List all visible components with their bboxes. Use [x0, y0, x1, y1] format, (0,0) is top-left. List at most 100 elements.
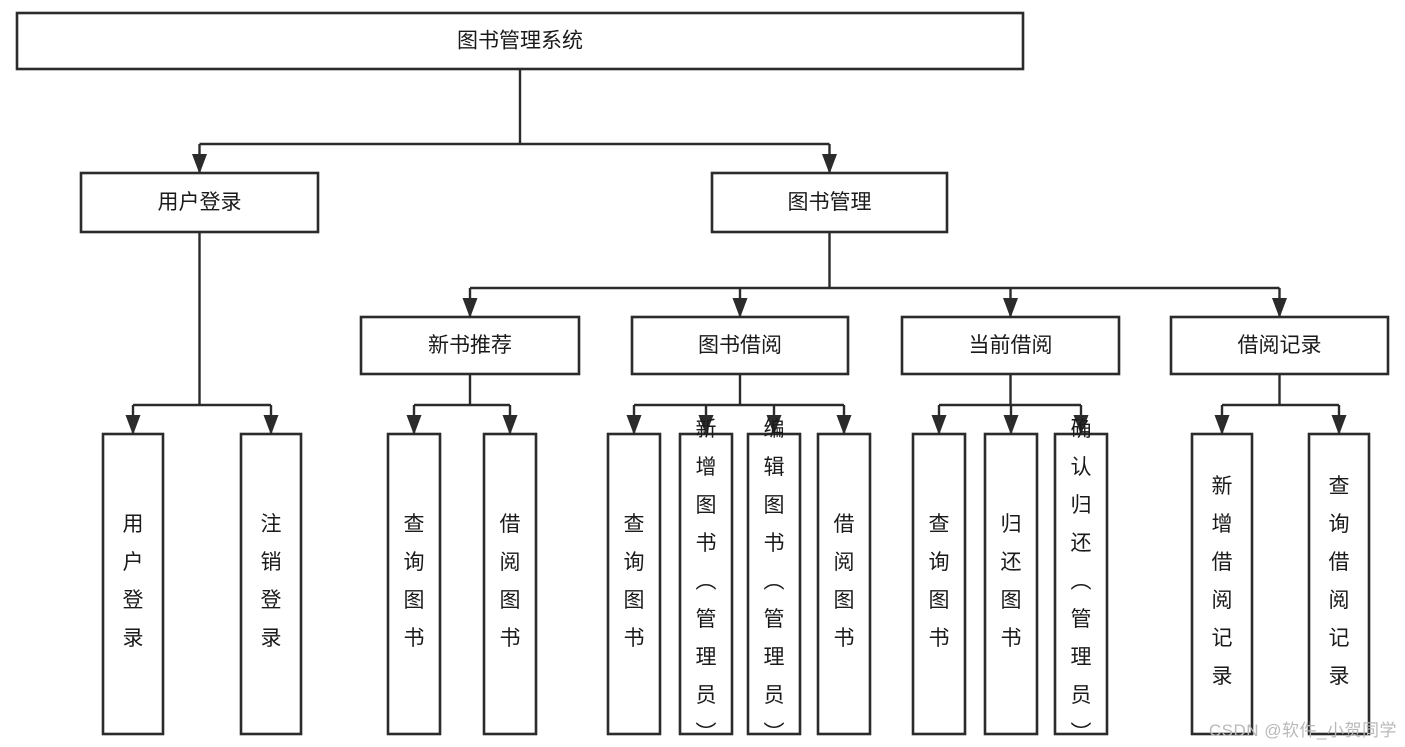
node-label-leaf-query-book-3-char-3: 书: [929, 627, 950, 650]
node-new-book-rec[interactable]: 新书推荐: [359, 315, 581, 376]
edge-group-current-borrow: [931, 374, 1089, 435]
node-label-leaf-query-record-char-5: 录: [1329, 665, 1350, 688]
edge-group-borrow-record: [1214, 374, 1347, 435]
arrow-head: [462, 298, 478, 318]
node-label-leaf-borrow-book-1-char-2: 图: [500, 589, 521, 612]
arrow-head: [931, 415, 947, 435]
node-label-leaf-user-login-char-0: 用: [123, 513, 144, 536]
node-label-leaf-query-record-char-3: 阅: [1329, 589, 1350, 612]
node-label-leaf-user-login-char-2: 登: [123, 589, 144, 612]
node-label-leaf-query-record-char-0: 查: [1329, 475, 1350, 498]
arrow-head: [1214, 415, 1230, 435]
node-label-book-borrow: 图书借阅: [698, 334, 782, 357]
node-label-leaf-logout-char-3: 录: [261, 627, 282, 650]
node-label-leaf-add-book-char-4: ︵: [696, 570, 717, 593]
node-label-leaf-add-book-char-5: 管: [696, 608, 717, 631]
node-label-leaf-borrow-book-2-char-3: 书: [834, 627, 855, 650]
node-label-leaf-add-record-char-0: 新: [1212, 475, 1233, 498]
node-label-leaf-query-record-char-4: 记: [1329, 627, 1350, 650]
node-box-leaf-query-book-1[interactable]: [386, 432, 442, 736]
node-label-leaf-borrow-book-1-char-1: 阅: [500, 551, 521, 574]
arrow-head: [822, 154, 837, 174]
node-label-leaf-query-book-2-char-0: 查: [624, 513, 645, 536]
node-box-leaf-borrow-book-1[interactable]: [482, 432, 538, 736]
node-leaf-user-login[interactable]: 用户登录: [101, 432, 165, 736]
node-layer: 图书管理系统用户登录图书管理新书推荐图书借阅当前借阅借阅记录用户登录注销登录查询…: [15, 11, 1390, 745]
node-label-leaf-edit-book-char-0: 编: [764, 418, 785, 441]
node-box-root[interactable]: [15, 11, 1025, 71]
node-label-leaf-query-book-2-char-1: 询: [624, 551, 645, 574]
node-box-leaf-edit-book[interactable]: [746, 432, 802, 736]
node-label-leaf-logout-char-2: 登: [261, 589, 282, 612]
node-label-leaf-logout-char-1: 销: [261, 551, 282, 574]
node-label-leaf-add-record-char-2: 借: [1212, 551, 1233, 574]
node-box-book-manage[interactable]: [710, 171, 949, 234]
node-label-leaf-return-book-char-0: 归: [1001, 513, 1022, 536]
arrow-head: [732, 298, 748, 318]
node-box-leaf-return-book[interactable]: [983, 432, 1039, 736]
node-box-leaf-user-login[interactable]: [101, 432, 165, 736]
node-root[interactable]: 图书管理系统: [15, 11, 1025, 71]
node-box-leaf-logout[interactable]: [239, 432, 303, 736]
node-box-leaf-borrow-book-2[interactable]: [816, 432, 872, 736]
node-label-leaf-query-record-char-1: 询: [1329, 513, 1350, 536]
node-label-leaf-return-book-char-3: 书: [1001, 627, 1022, 650]
arrow-head: [698, 415, 714, 435]
node-label-leaf-query-book-1-char-2: 图: [404, 589, 425, 612]
node-box-user-login[interactable]: [79, 171, 320, 234]
node-label-leaf-user-login-char-1: 户: [123, 551, 144, 574]
node-label-borrow-record: 借阅记录: [1238, 334, 1322, 357]
node-box-leaf-add-record[interactable]: [1190, 432, 1254, 736]
node-current-borrow[interactable]: 当前借阅: [900, 315, 1121, 376]
node-box-new-book-rec[interactable]: [359, 315, 581, 376]
node-label-leaf-edit-book-char-4: ︵: [764, 570, 785, 593]
node-label-leaf-edit-book-char-6: 理: [764, 646, 785, 669]
node-user-login[interactable]: 用户登录: [79, 171, 320, 234]
node-label-leaf-add-book-char-2: 图: [696, 494, 717, 517]
node-label-leaf-return-book-char-2: 图: [1001, 589, 1022, 612]
node-label-leaf-edit-book-char-8: ︶: [764, 722, 785, 745]
node-box-leaf-query-book-3[interactable]: [911, 432, 967, 736]
node-label-leaf-edit-book-char-3: 书: [764, 532, 785, 555]
node-label-leaf-edit-book-char-5: 管: [764, 608, 785, 631]
node-box-leaf-confirm-return[interactable]: [1053, 432, 1109, 736]
node-box-leaf-add-book[interactable]: [678, 432, 734, 736]
node-box-leaf-query-book-2[interactable]: [606, 432, 662, 736]
node-label-leaf-query-record-char-2: 借: [1329, 551, 1350, 574]
node-label-leaf-borrow-book-2-char-1: 阅: [834, 551, 855, 574]
node-label-leaf-logout-char-0: 注: [261, 513, 282, 536]
arrow-head: [1003, 415, 1019, 435]
node-label-leaf-query-book-3-char-2: 图: [929, 589, 950, 612]
node-label-leaf-query-book-1-char-0: 查: [404, 513, 425, 536]
node-label-leaf-add-book-char-8: ︶: [696, 722, 717, 745]
node-label-current-borrow: 当前借阅: [969, 334, 1053, 357]
connector-layer: [125, 69, 1347, 435]
node-book-manage[interactable]: 图书管理: [710, 171, 949, 234]
node-label-leaf-add-book-char-0: 新: [696, 418, 717, 441]
node-book-borrow[interactable]: 图书借阅: [630, 315, 850, 376]
node-box-book-borrow[interactable]: [630, 315, 850, 376]
node-label-leaf-add-book-char-3: 书: [696, 532, 717, 555]
node-box-current-borrow[interactable]: [900, 315, 1121, 376]
node-borrow-record[interactable]: 借阅记录: [1169, 315, 1390, 376]
node-label-leaf-borrow-book-2-char-2: 图: [834, 589, 855, 612]
node-label-leaf-query-book-3-char-0: 查: [929, 513, 950, 536]
node-label-leaf-confirm-return-char-4: ︵: [1071, 570, 1092, 593]
arrow-head: [406, 415, 422, 435]
node-box-leaf-query-record[interactable]: [1307, 432, 1371, 736]
node-box-borrow-record[interactable]: [1169, 315, 1390, 376]
node-label-leaf-add-record-char-4: 记: [1212, 627, 1233, 650]
